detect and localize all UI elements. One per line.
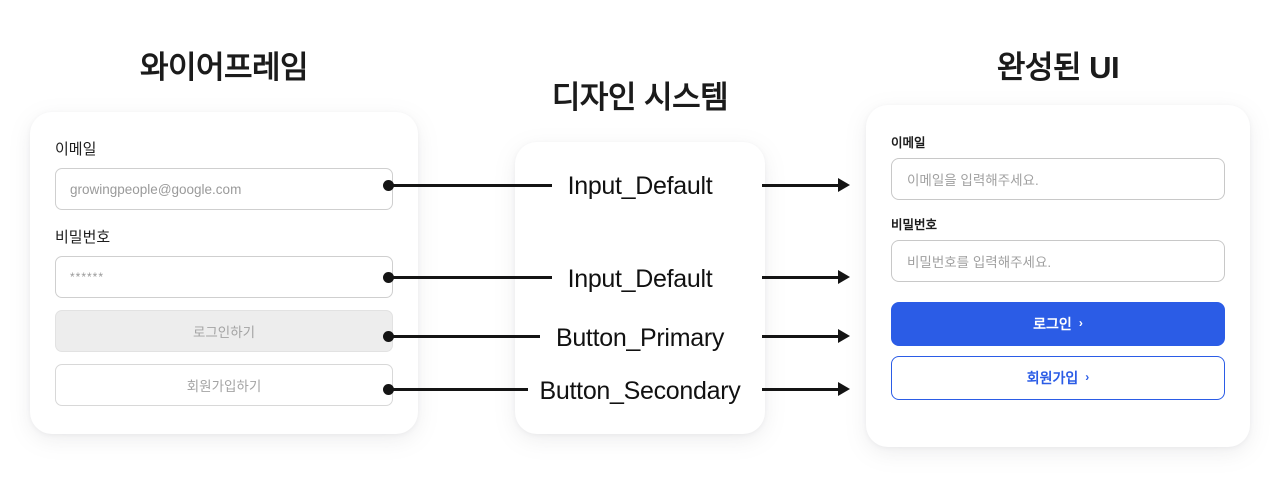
final-ui-card: 이메일 이메일을 입력해주세요. 비밀번호 비밀번호를 입력해주세요. 로그인 … (866, 105, 1250, 447)
final-ui-password-input[interactable]: 비밀번호를 입력해주세요. (891, 240, 1225, 282)
spacer (891, 346, 1225, 356)
wireframe-email-label: 이메일 (55, 141, 97, 158)
wireframe-email-input[interactable]: growingpeople@google.com (55, 168, 393, 210)
design-token-button-secondary[interactable]: Button_Secondary (539, 377, 741, 405)
design-system-column-title: 디자인 시스템 (551, 80, 729, 115)
wireframe-login-button[interactable]: 로그인하기 (55, 310, 393, 352)
wireframe-password-input[interactable]: ****** (55, 256, 393, 298)
arrow-line-password (762, 276, 838, 279)
wireframe-card: 이메일 growingpeople@google.com 비밀번호 ******… (30, 112, 418, 434)
spacer (891, 282, 1225, 302)
final-ui-signup-button-label: 회원가입 (1026, 370, 1079, 386)
final-ui-login-button[interactable]: 로그인 › (891, 302, 1225, 346)
final-ui-password-label: 비밀번호 (891, 218, 938, 232)
spacer (55, 352, 393, 364)
wireframe-password-masked-value: ****** (70, 270, 105, 284)
arrow-line-email (762, 184, 838, 187)
design-token-input-default-password[interactable]: Input_Default (567, 265, 713, 293)
design-token-input-default-email[interactable]: Input_Default (567, 172, 713, 200)
arrow-head-login-icon (838, 329, 850, 343)
arrow-line-login (762, 335, 838, 338)
final-ui-email-input[interactable]: 이메일을 입력해주세요. (891, 158, 1225, 200)
wireframe-form: 이메일 growingpeople@google.com 비밀번호 ******… (55, 140, 393, 406)
wireframe-column-title: 와이어프레임 (139, 50, 309, 85)
arrow-head-email-icon (838, 178, 850, 192)
arrow-head-signup-icon (838, 382, 850, 396)
design-system-card: Input_Default Input_Default Button_Prima… (515, 142, 765, 434)
final-ui-form: 이메일 이메일을 입력해주세요. 비밀번호 비밀번호를 입력해주세요. 로그인 … (891, 135, 1225, 400)
final-ui-column-title: 완성된 UI (996, 50, 1120, 85)
chevron-right-icon: › (1078, 316, 1083, 330)
wireframe-password-label: 비밀번호 (55, 229, 111, 246)
final-ui-signup-button[interactable]: 회원가입 › (891, 356, 1225, 400)
chevron-right-icon: › (1085, 370, 1090, 384)
design-token-button-primary[interactable]: Button_Primary (555, 324, 725, 352)
final-ui-email-label: 이메일 (891, 136, 926, 150)
spacer (55, 298, 393, 310)
arrow-line-signup (762, 388, 838, 391)
spacer (55, 210, 393, 228)
spacer (891, 200, 1225, 217)
final-ui-login-button-label: 로그인 (1033, 316, 1072, 332)
wireframe-signup-button[interactable]: 회원가입하기 (55, 364, 393, 406)
arrow-head-password-icon (838, 270, 850, 284)
